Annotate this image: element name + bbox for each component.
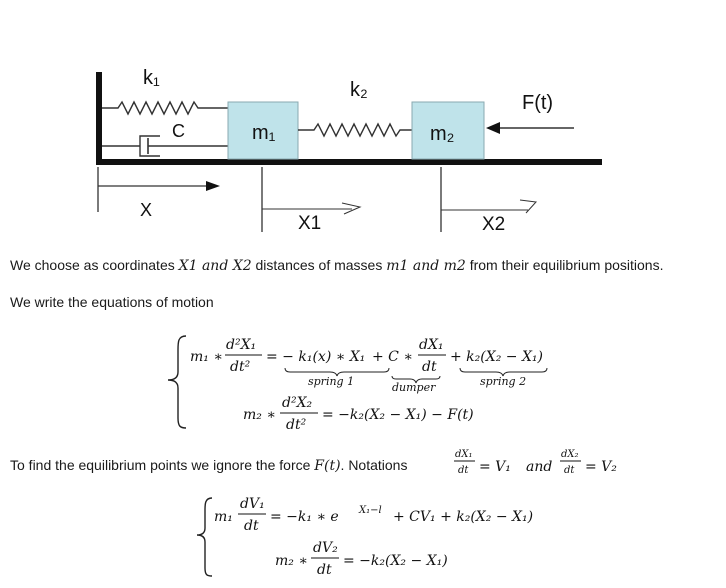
eq1-frac-den: dt: [422, 359, 437, 375]
eq2-lhs-den: dt²: [286, 417, 307, 433]
label-k1: k₁: [143, 67, 160, 89]
n1-rhs: = V₁: [479, 459, 511, 475]
n1-num: dX₁: [455, 449, 473, 460]
eq1-frac-num: dX₁: [419, 337, 444, 353]
eq1-plus-c: + C ∗: [372, 349, 413, 365]
paragraph-coordinates: We choose as coordinates X1 and X2 dista…: [10, 257, 663, 274]
underbrace-spring1: [284, 367, 390, 377]
eq4-rhs: = −k₂(X₂ − X₁): [343, 553, 448, 569]
eq1-term-spring2: + k₂(X₂ − X₁): [450, 349, 543, 365]
eq2-lhs-coef: m₂ ∗: [243, 407, 276, 423]
eq3-rhs-a: = −k₁ ∗ e: [270, 509, 339, 525]
eq3-lhs-den: dt: [244, 518, 259, 534]
underbrace-spring2: [459, 367, 548, 377]
notation-formula: dX₁ dt = V₁ and dX₂ dt = V₂: [454, 449, 617, 476]
damper-c: [102, 135, 228, 157]
x1-marker: [261, 167, 362, 232]
eq1-lhs-den: dt²: [230, 359, 251, 375]
p3-math: F(t): [314, 458, 341, 474]
brace-1: [167, 335, 187, 429]
p1-math-a: X1 and X2: [178, 258, 252, 274]
label-m1: m₁: [252, 122, 276, 144]
label-m2: m₂: [430, 123, 454, 145]
mass-m1: [227, 101, 299, 160]
wall: [96, 72, 102, 164]
n1-den: dt: [458, 465, 469, 476]
p1-mid: distances of masses: [251, 257, 387, 273]
force-arrow: [486, 122, 574, 134]
p1-prefix: We choose as coordinates: [10, 257, 179, 273]
p1-suffix: from their equilibrium positions.: [465, 257, 664, 273]
x-axis-arrow: [97, 167, 220, 212]
eq3-lhs-coef: m₁: [214, 509, 233, 525]
paragraph-equations-intro: We write the equations of motion: [10, 294, 214, 310]
eq4-lhs-den: dt: [317, 562, 332, 578]
label-k2: k₂: [350, 79, 368, 101]
eq3-rhs-exp: X₁−l: [358, 505, 382, 516]
label-force: F(t): [522, 92, 553, 114]
eq3-lhs-num: dV₁: [240, 496, 265, 512]
underbrace-dumper: [391, 375, 441, 384]
n2-num: dX₂: [561, 449, 579, 460]
label-x2: X2: [482, 214, 505, 235]
label-x: X: [140, 200, 152, 220]
eq1-lhs-coef: m₁ ∗: [190, 349, 223, 365]
eq3-rhs-b: + CV₁ + k₂(X₂ − X₁): [393, 509, 533, 525]
x2-marker: [440, 167, 538, 232]
eq4-lhs-coef: m₂ ∗: [275, 553, 308, 569]
p3-prefix: To find the equilibrium points we ignore…: [10, 457, 315, 473]
paragraph-equilibrium: To find the equilibrium points we ignore…: [10, 457, 407, 474]
eq2-lhs-num: d²X₂: [282, 395, 313, 411]
spring-k2: [298, 122, 412, 138]
ground-line: [96, 159, 602, 165]
mass-spring-diagram: k₁ C k₂ F(t) m₁ m₂ X X1 X2: [96, 67, 602, 235]
eq1-lhs-num: d²X₁: [226, 337, 256, 353]
eq4-lhs-num: dV₂: [313, 540, 338, 556]
label-c: C: [172, 121, 185, 141]
label-spring2: spring 2: [480, 375, 526, 388]
notation-and: and: [526, 459, 552, 475]
n2-den: dt: [564, 465, 575, 476]
label-spring1: spring 1: [308, 375, 354, 388]
n2-rhs: = V₂: [585, 459, 617, 475]
mass-m2: [411, 101, 485, 160]
eq2-rhs: = −k₂(X₂ − X₁) − F(t): [322, 407, 474, 423]
equilibrium-equations: m₁ dV₁ dt = −k₁ ∗ e X₁−l + CV₁ + k₂(X₂ −…: [196, 496, 533, 578]
spring-k1: [102, 100, 228, 116]
p3-suffix: . Notations: [340, 457, 408, 473]
label-dumper: dumper: [392, 381, 436, 394]
brace-2: [196, 497, 213, 577]
p1-math-b: m1 and m2: [386, 258, 466, 274]
label-x1: X1: [298, 213, 321, 234]
eq1-term-spring1: = − k₁(x) ∗ X₁: [266, 349, 365, 365]
equations-of-motion: m₁ ∗ d²X₁ dt² = − k₁(x) ∗ X₁ + C ∗ dX₁ d…: [167, 335, 548, 433]
